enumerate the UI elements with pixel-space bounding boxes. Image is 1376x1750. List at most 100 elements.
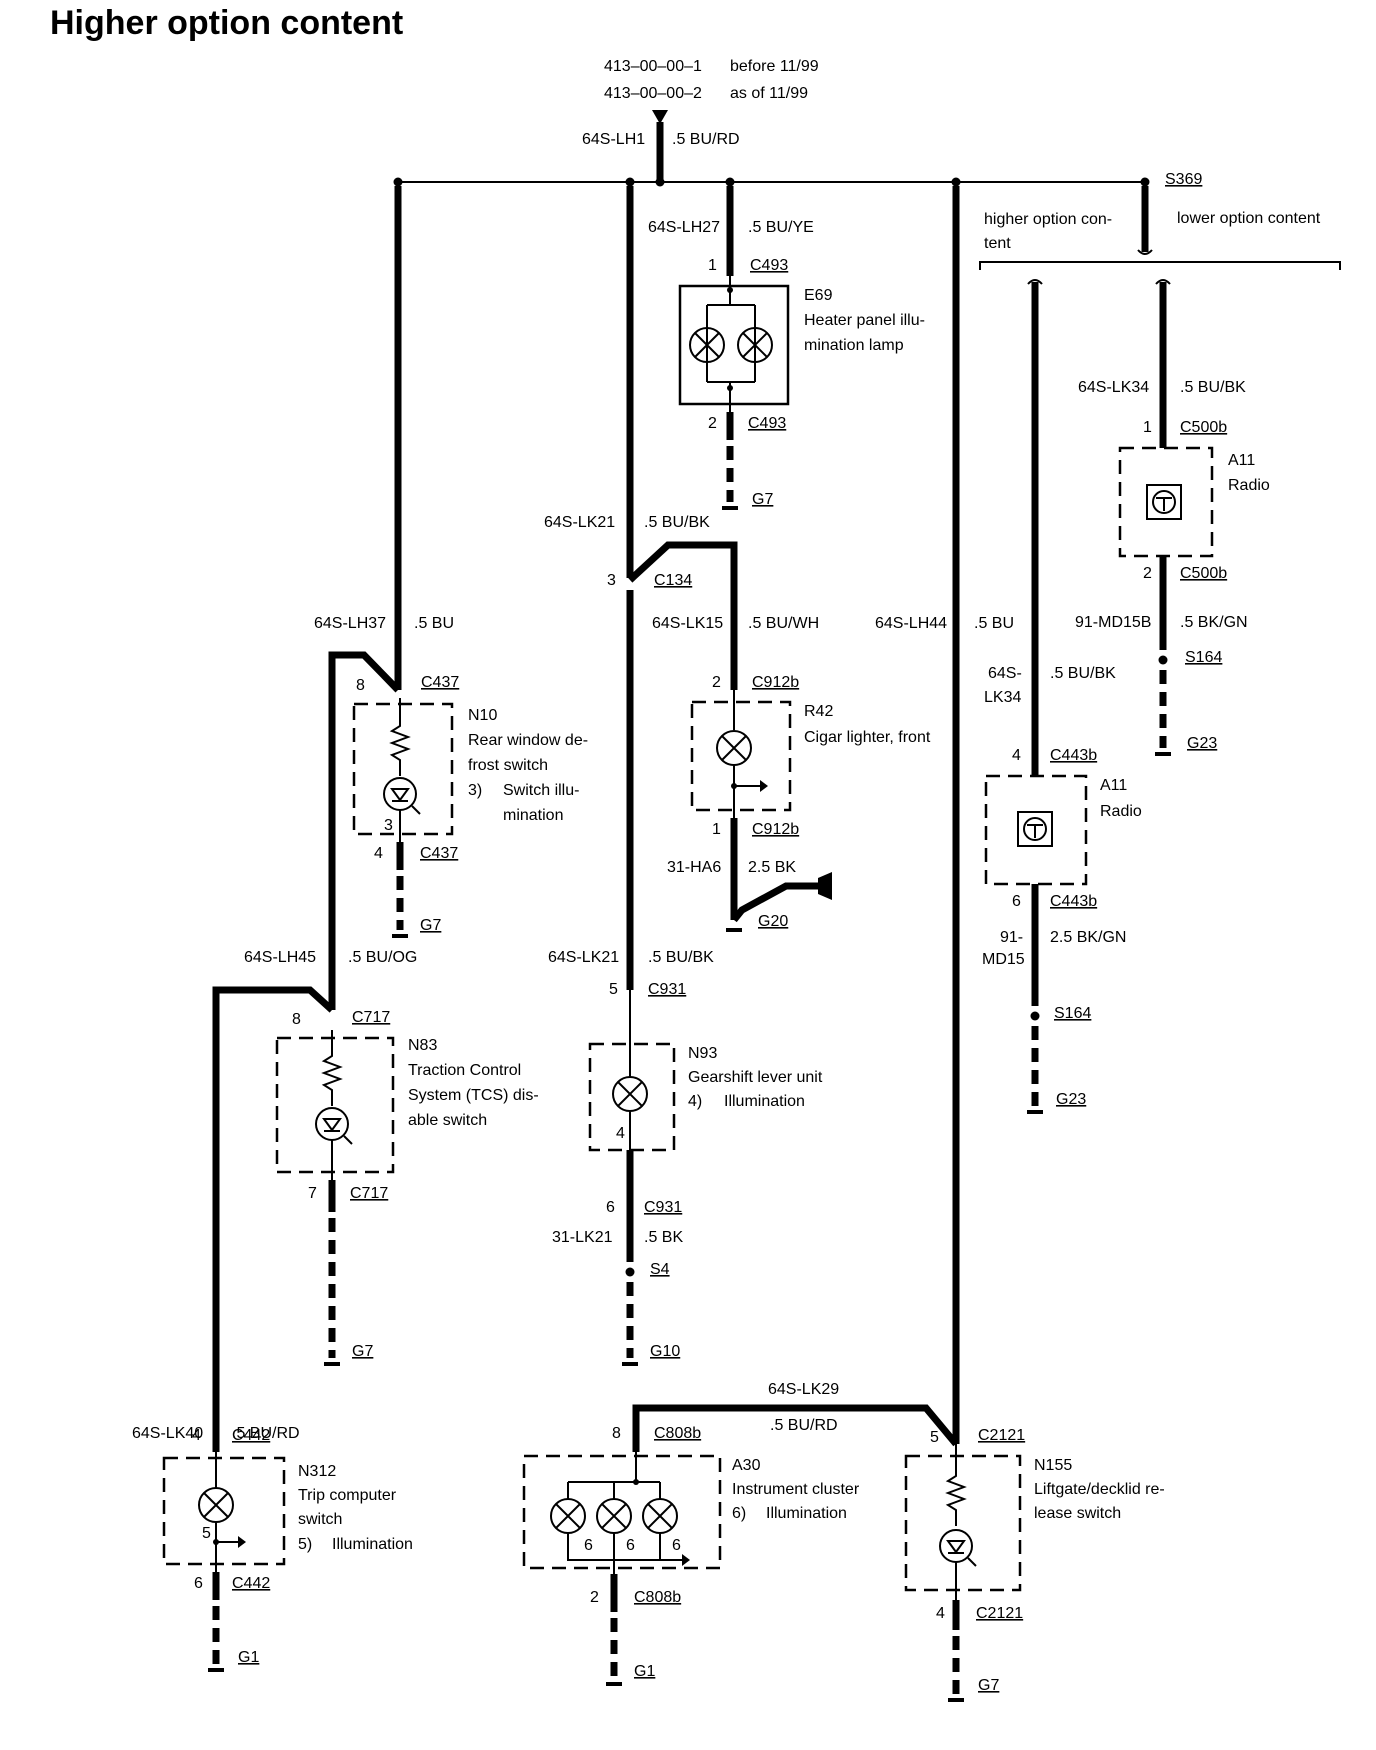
n10-wire-spec: .5 BU <box>414 615 454 632</box>
n312-desc-l1: Trip computer <box>298 1487 397 1504</box>
n155-pin-out: 4 <box>936 1605 945 1622</box>
n83-desc-l3: able switch <box>408 1112 487 1129</box>
lamp-icon <box>198 1487 234 1523</box>
r42-conn-out: C912b <box>752 821 799 838</box>
feed-wire-label: 64S-LH1 <box>582 131 645 148</box>
n93-wire-out-spec: .5 BK <box>644 1229 683 1246</box>
a30-lamp-bus <box>567 1481 661 1500</box>
n93-code: N93 <box>688 1045 717 1062</box>
feed-ref1-note: before 11/99 <box>730 58 819 75</box>
n83-code: N83 <box>408 1037 437 1054</box>
a11h-splice: S164 <box>1054 1005 1091 1022</box>
n312-wire-spec: .5 BU/RD <box>232 1425 300 1442</box>
n312-pin-out: 6 <box>194 1575 203 1592</box>
option-higher-l2: tent <box>984 235 1011 252</box>
n10-pin-out: 4 <box>374 845 383 862</box>
lamp-icon <box>596 1498 632 1534</box>
n93-note: Illumination <box>724 1093 805 1110</box>
radio-icon <box>1017 811 1053 847</box>
e69-wire-label: 64S-LH27 <box>648 219 720 236</box>
resistor-icon <box>945 1444 967 1526</box>
a11h-wire-out-l1: 91- <box>1000 929 1023 946</box>
e69-desc-l2: mination lamp <box>804 337 904 354</box>
r42-code: R42 <box>804 703 833 720</box>
a11h-wire-spec: .5 BU/BK <box>1050 665 1116 682</box>
n312-box <box>162 1456 286 1566</box>
n93-wire-spec: .5 BU/BK <box>648 949 714 966</box>
a30-box <box>522 1454 722 1570</box>
n93-inner-pin: 4 <box>616 1125 625 1142</box>
a11h-splice-node <box>1030 1011 1040 1021</box>
n312-pin-in: 4 <box>192 1427 201 1444</box>
feed-header: 413–00–00–1 before 11/99 413–00–00–2 as … <box>582 58 819 182</box>
n312-note: Illumination <box>332 1536 413 1553</box>
bus-node <box>1140 177 1150 187</box>
n93-splice-node <box>625 1267 635 1277</box>
lh44-trunk: 64S-LH44 .5 BU <box>875 186 1014 1444</box>
n10-defrost-switch: 64S-LH37 .5 BU 8 C437 3 N10 Rear window … <box>314 186 588 1010</box>
r42-branch-arrow-icon <box>818 872 832 900</box>
lh44-wire-label: 64S-LH44 <box>875 615 947 632</box>
n155-code: N155 <box>1034 1457 1072 1474</box>
n83-tcs-switch: 64S-LH45 .5 BU/OG 8 C717 N83 Traction Co… <box>212 949 539 1452</box>
a11l-splice: S164 <box>1185 649 1222 666</box>
a30-pin-out: 2 <box>590 1589 599 1606</box>
n10-pin-in: 8 <box>356 677 365 694</box>
feed-ref2-code: 413–00–00–2 <box>604 85 702 102</box>
n83-pin-out: 7 <box>308 1185 317 1202</box>
n10-inner-pin: 3 <box>384 817 393 834</box>
n312-note-num: 5) <box>298 1536 312 1553</box>
a30-conn-in: C808b <box>654 1425 701 1442</box>
n312-conn-out: C442 <box>232 1575 270 1592</box>
e69-node <box>727 385 733 391</box>
r42-pin-out: 1 <box>712 821 721 838</box>
lk21-pin: 3 <box>607 572 616 589</box>
a30-note: Illumination <box>766 1505 847 1522</box>
n155-box <box>904 1454 1022 1592</box>
bus-node <box>655 177 665 187</box>
n10-note-l1: Switch illu- <box>503 782 579 799</box>
a30-ground: G1 <box>634 1663 655 1680</box>
n10-desc-l2: frost switch <box>468 757 548 774</box>
n10-wire-label: 64S-LH37 <box>314 615 386 632</box>
n83-desc-l2: System (TCS) dis- <box>408 1087 539 1104</box>
page-title: Higher option content <box>50 4 404 42</box>
lamp-icon <box>689 327 725 363</box>
lamp-icon <box>716 730 752 766</box>
n93-wire-label: 64S-LK21 <box>548 949 619 966</box>
a11l-wire-spec: .5 BU/BK <box>1180 379 1246 396</box>
a11l-ground: G23 <box>1187 735 1217 752</box>
n312-tap-arrow-icon <box>238 1536 246 1548</box>
e69-conn-out: C493 <box>748 415 786 432</box>
a11h-break <box>1027 279 1043 285</box>
a30-feed-wire <box>632 1404 959 1452</box>
lamp-icon <box>642 1498 678 1534</box>
r42-box <box>690 700 792 812</box>
top-bus: S369 <box>393 171 1202 188</box>
lh44-wire-spec: .5 BU <box>974 615 1014 632</box>
n10-note-num: 3) <box>468 782 482 799</box>
e69-box <box>678 284 790 406</box>
n93-pin-in: 5 <box>609 981 618 998</box>
a11h-pin-in: 4 <box>1012 747 1021 764</box>
lamp-icon <box>612 1076 648 1112</box>
a30-inner-pin-2: 6 <box>626 1537 635 1554</box>
feed-ref2-note: as of 11/99 <box>730 85 808 102</box>
r42-desc: Cigar lighter, front <box>804 729 931 746</box>
a11l-splice-node <box>1158 655 1168 665</box>
feed-arrow-icon <box>652 110 668 124</box>
feed-wire-spec: .5 BU/RD <box>672 131 740 148</box>
n312-conn-in: C442 <box>232 1427 270 1444</box>
n10-code: N10 <box>468 707 497 724</box>
e69-node <box>727 287 733 293</box>
a11l-wire-out-label: 91-MD15B <box>1075 614 1151 631</box>
a11h-wire-l2: LK34 <box>984 689 1021 706</box>
a11l-code: A11 <box>1228 452 1255 469</box>
a11l-break <box>1155 279 1171 285</box>
r42-wire-label: 64S-LK15 <box>652 615 723 632</box>
n312-code: N312 <box>298 1463 336 1480</box>
resistor-icon <box>321 1030 343 1106</box>
a11h-wire-out-spec: 2.5 BK/GN <box>1050 929 1126 946</box>
e69-ground: G7 <box>752 491 773 508</box>
n155-conn-out: C2121 <box>976 1605 1023 1622</box>
